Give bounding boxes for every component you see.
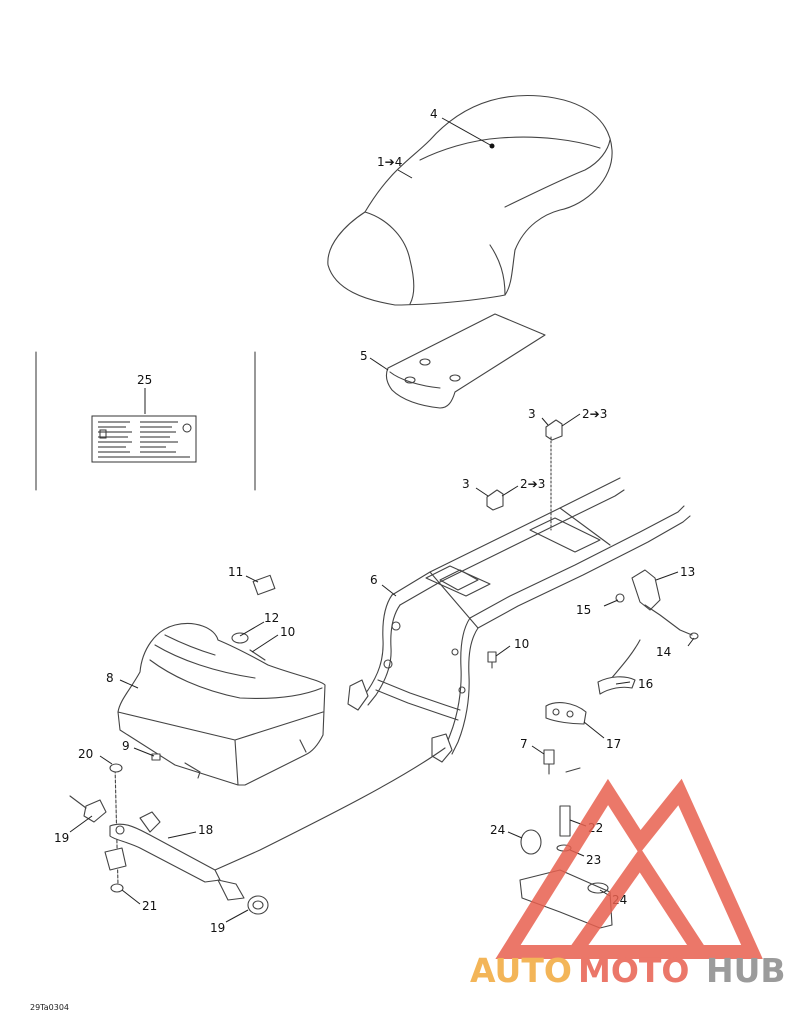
callout-13: 13 <box>680 565 695 579</box>
decal-part <box>35 351 256 491</box>
callout-2-3-lower: 2➔3 <box>520 477 545 491</box>
callout-12: 12 <box>264 611 279 625</box>
callout-10-right: 10 <box>514 637 529 651</box>
callout-11: 11 <box>228 565 243 579</box>
callout-4: 4 <box>430 107 438 121</box>
callout-18: 18 <box>198 823 213 837</box>
logo-text-hub: HUB <box>706 951 786 990</box>
footpeg-part <box>545 702 587 725</box>
callout-7: 7 <box>520 737 528 751</box>
callout-6: 6 <box>370 573 378 587</box>
callout-21: 21 <box>142 899 157 913</box>
logo-text-auto: AUTO <box>470 951 572 990</box>
callout-1-4: 1➔4 <box>377 155 402 169</box>
callout-20: 20 <box>78 747 93 761</box>
callout-19-bottom: 19 <box>210 921 225 935</box>
callout-14: 14 <box>656 645 671 659</box>
seat-pad-part <box>385 313 546 409</box>
callout-25: 25 <box>137 373 152 387</box>
callout-2-3-upper: 2➔3 <box>582 407 607 421</box>
drawing-code: 29Ta0304 <box>30 1003 69 1012</box>
logo-text-moto: MOTO <box>578 951 689 990</box>
bottom-bracket-part <box>69 763 269 915</box>
callout-5: 5 <box>360 349 368 363</box>
callout-24-left: 24 <box>490 823 505 837</box>
callout-19-left: 19 <box>54 831 69 845</box>
leader-dot <box>489 143 495 149</box>
callout-23: 23 <box>586 853 601 867</box>
watermark-logo: AUTO MOTO HUB <box>470 778 786 990</box>
logo-mark-icon <box>495 778 763 959</box>
callout-labels: 4 1➔4 5 25 3 2➔3 3 2➔3 6 11 12 10 10 13 … <box>54 107 695 935</box>
callout-16: 16 <box>638 677 653 691</box>
callout-10-left: 10 <box>280 625 295 639</box>
callout-15: 15 <box>576 603 591 617</box>
seat-part <box>327 94 613 306</box>
tank-cover-part <box>117 574 326 786</box>
screws-part <box>151 651 497 761</box>
callout-3-upper: 3 <box>528 407 536 421</box>
latch-hook-part <box>486 419 563 531</box>
bolt-part <box>543 749 581 775</box>
frame-part <box>214 477 691 871</box>
callout-9: 9 <box>122 739 130 753</box>
callout-8: 8 <box>106 671 114 685</box>
callout-3-lower: 3 <box>462 477 470 491</box>
callout-17: 17 <box>606 737 621 751</box>
footrest-bracket-part <box>597 569 699 695</box>
